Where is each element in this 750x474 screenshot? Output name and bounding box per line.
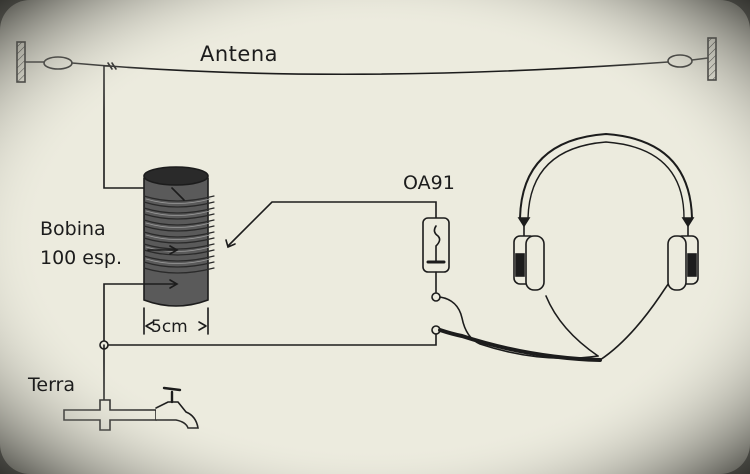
antenna-label: Antena — [200, 42, 279, 66]
coil-label: Bobina 100 esp. — [40, 215, 122, 273]
coil-label-line2: 100 esp. — [40, 247, 122, 269]
diode-label: OA91 — [403, 172, 455, 194]
ground-label: Terra — [28, 374, 75, 396]
coil-width-label: 5cm — [151, 317, 188, 337]
coil-label-line1: Bobina — [40, 218, 106, 240]
